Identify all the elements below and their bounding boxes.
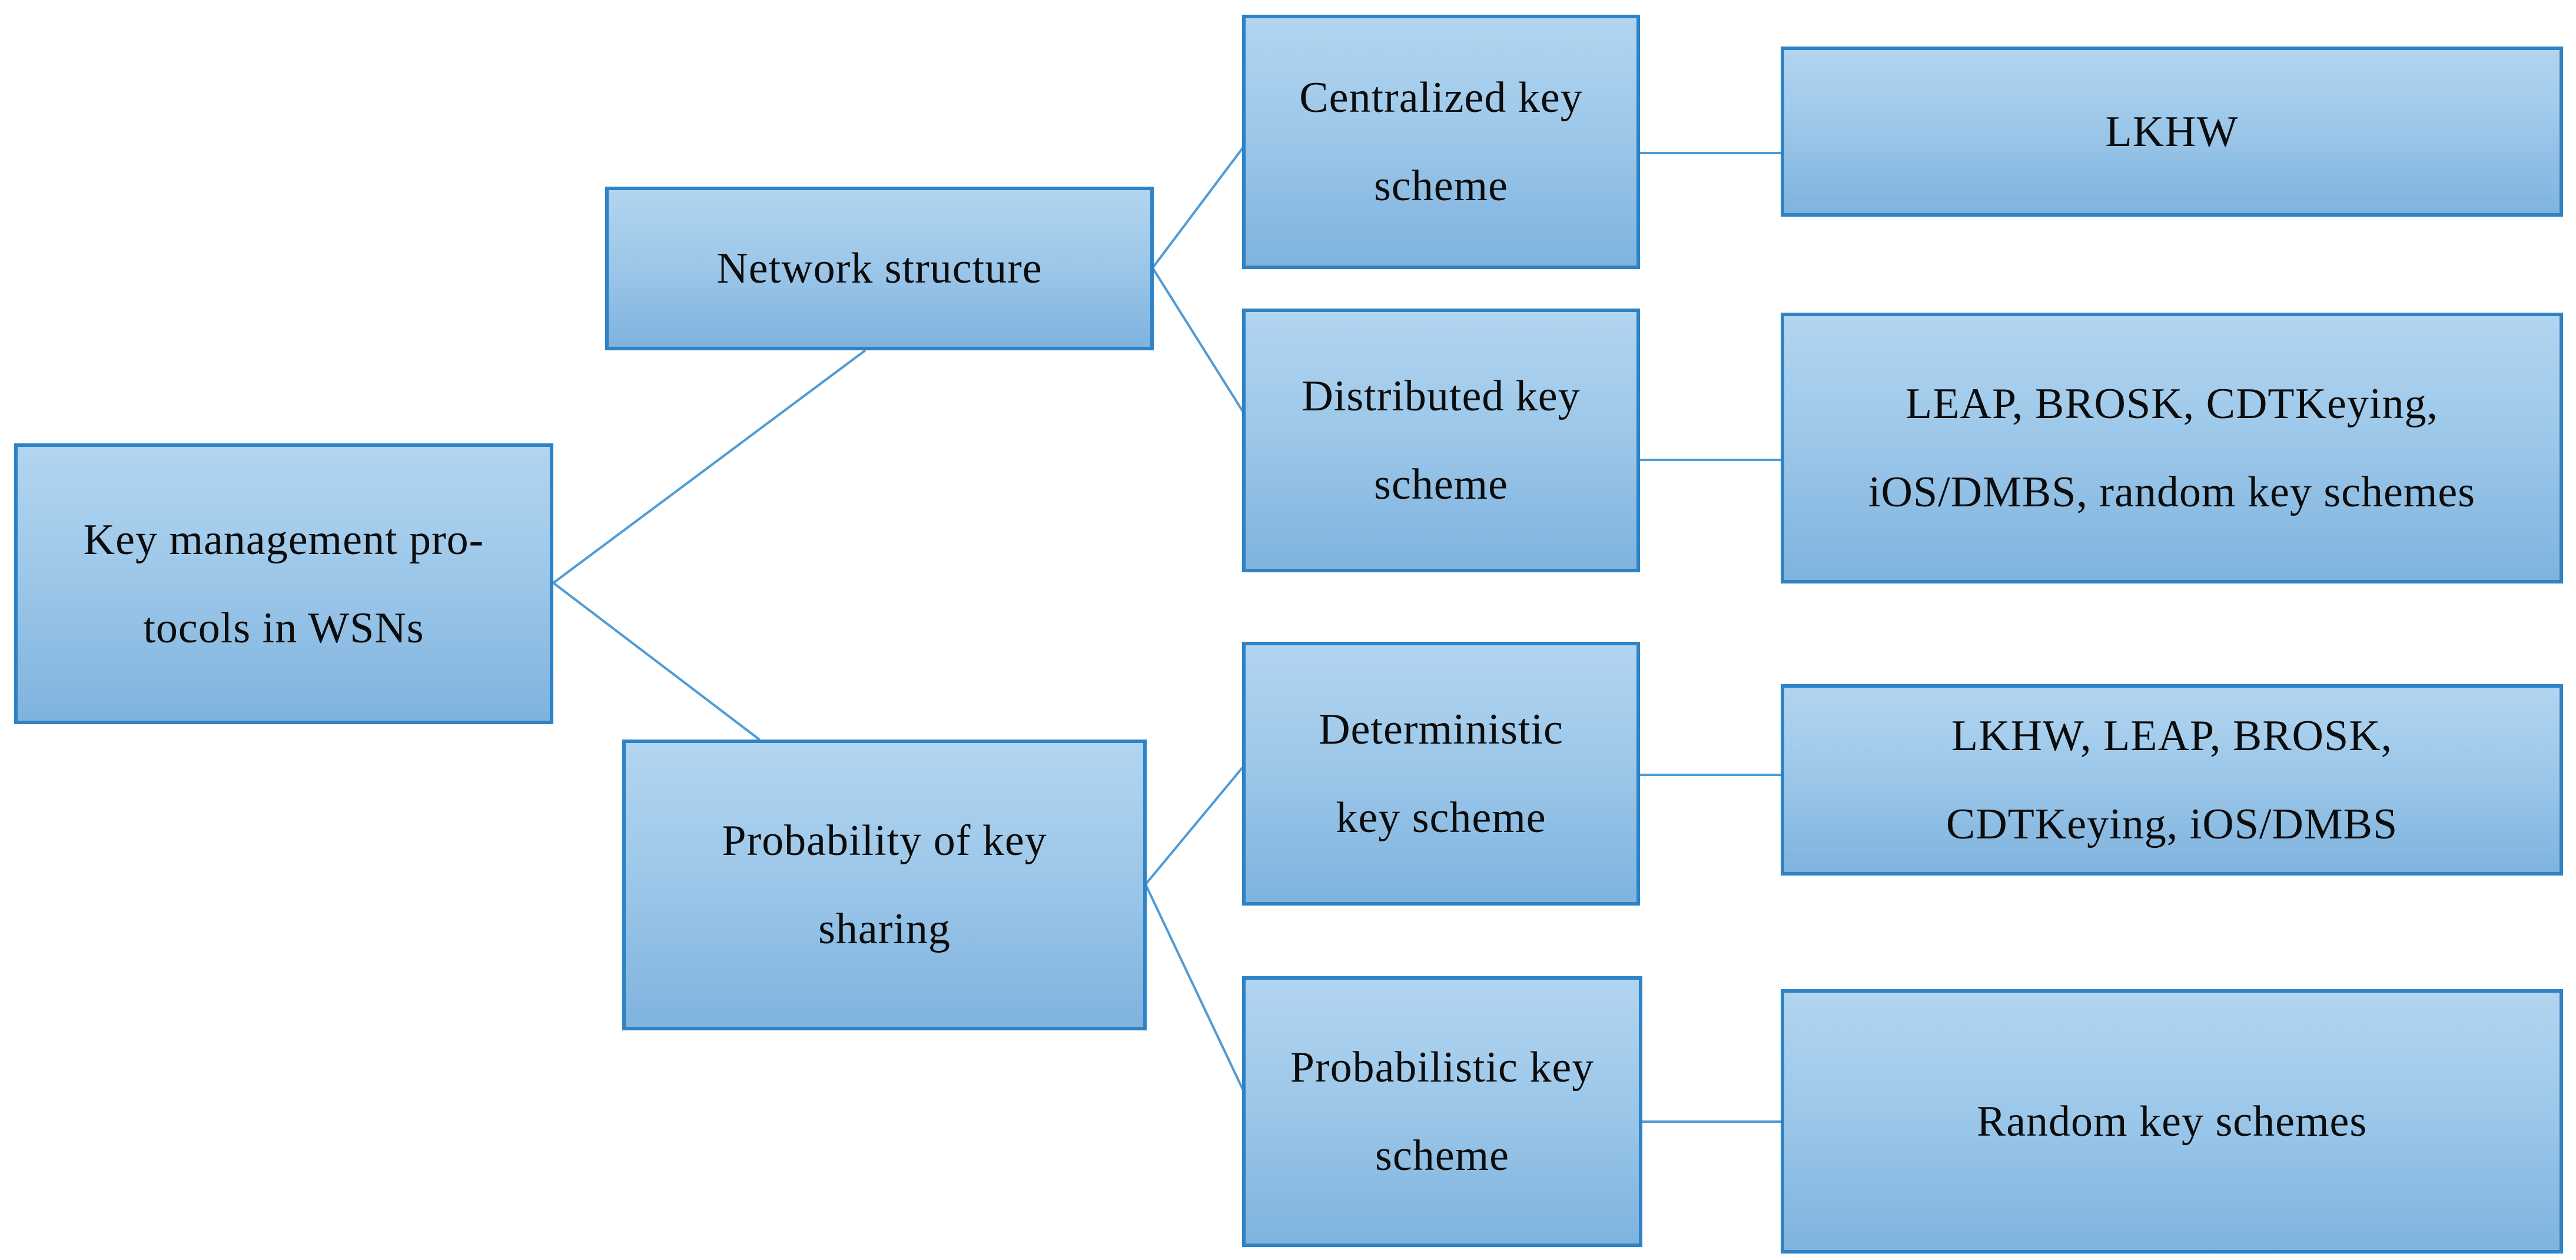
node-lkhw-leap-brosk-list: LKHW, LEAP, BROSK, CDTKeying, iOS/DMBS [1781, 684, 2563, 876]
node-distributed-key-scheme-label-line2: scheme [1374, 460, 1508, 509]
node-lkhw-leap-brosk-list-label-line1: LKHW, LEAP, BROSK, [1951, 711, 2393, 760]
connector-probability-to-deterministic [1144, 765, 1244, 886]
node-probability-of-key-sharing: Probability of key sharing [622, 740, 1147, 1030]
node-distributed-key-scheme: Distributed key scheme [1242, 309, 1640, 572]
connector-network-to-distributed [1151, 267, 1244, 413]
node-deterministic-key-scheme-label-line1: Deterministic [1319, 705, 1563, 754]
node-probabilistic-key-scheme-label-line2: scheme [1375, 1132, 1509, 1180]
connector-network-to-centralized [1151, 146, 1244, 269]
node-distributed-key-scheme-label-line1: Distributed key [1302, 372, 1581, 420]
node-probabilistic-key-scheme: Probabilistic key scheme [1242, 976, 1642, 1247]
node-leap-brosk-cdtkeying-list: LEAP, BROSK, CDTKeying, iOS/DMBS, random… [1781, 313, 2563, 583]
node-probabilistic-key-scheme-label-line1: Probabilistic key [1290, 1043, 1595, 1092]
node-key-management-protocols-label-line2: tocols in WSNs [143, 604, 424, 652]
node-centralized-key-scheme-label-line2: scheme [1374, 162, 1508, 210]
node-network-structure-label: Network structure [716, 244, 1043, 293]
node-deterministic-key-scheme-label-line2: key scheme [1336, 794, 1546, 842]
node-deterministic-key-scheme: Deterministic key scheme [1242, 642, 1640, 906]
node-key-management-protocols-label-line1: Key management pro- [83, 515, 484, 564]
node-centralized-key-scheme-label-line1: Centralized key [1299, 74, 1583, 122]
node-lkhw: LKHW [1781, 47, 2563, 217]
node-leap-brosk-cdtkeying-list-label-line2: iOS/DMBS, random key schemes [1868, 468, 2476, 516]
node-lkhw-leap-brosk-list-label-line2: CDTKeying, iOS/DMBS [1946, 800, 2398, 848]
connector-root-to-probability-of-key [552, 582, 761, 741]
node-leap-brosk-cdtkeying-list-label-line1: LEAP, BROSK, CDTKeying, [1906, 380, 2438, 428]
connector-root-to-network-structure [552, 349, 867, 584]
node-random-key-schemes: Random key schemes [1781, 989, 2563, 1254]
node-centralized-key-scheme: Centralized key scheme [1242, 15, 1640, 269]
node-key-management-protocols: Key management pro- tocols in WSNs [14, 443, 553, 724]
node-lkhw-label: LKHW [2105, 107, 2239, 156]
node-probability-of-key-sharing-label-line1: Probability of key [722, 817, 1047, 865]
node-probability-of-key-sharing-label-line2: sharing [818, 905, 951, 953]
node-network-structure: Network structure [605, 187, 1154, 350]
connector-probability-to-probabilistic [1144, 884, 1244, 1091]
node-random-key-schemes-label: Random key schemes [1976, 1097, 2368, 1146]
